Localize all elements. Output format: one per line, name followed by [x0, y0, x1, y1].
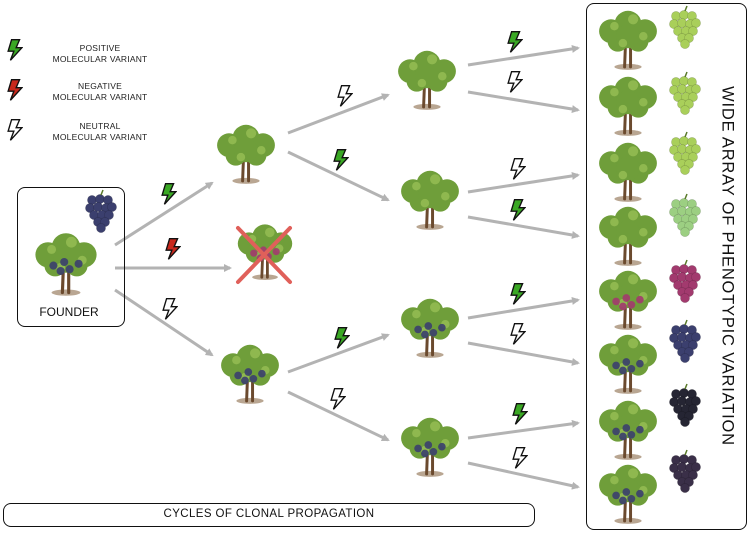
grape-bunch-icon-2: [669, 71, 701, 115]
propagation-arrow: [467, 419, 580, 440]
grape-bunch-icon-1: [669, 5, 701, 49]
propagation-arrow: [467, 215, 580, 239]
propagation-arrow: [467, 341, 580, 366]
plant-final-6: [599, 334, 657, 394]
plant-final-5: [599, 270, 657, 330]
positive-bolt-icon: [512, 402, 528, 426]
positive-bolt-icon: [333, 148, 349, 172]
grape-bunch-icon-7: [669, 383, 701, 427]
neutral-bolt-icon: [510, 157, 526, 181]
clonal-propagation-bar: CYCLES OF CLONAL PROPAGATION: [3, 503, 535, 527]
founder-box: [17, 187, 125, 327]
legend-neutral-bolt-icon: [7, 118, 23, 142]
propagation-arrow: [287, 333, 390, 374]
neutral-bolt-icon: [512, 446, 528, 470]
plant-gen1-negative: [237, 224, 293, 280]
propagation-arrow: [114, 181, 214, 247]
positive-bolt-icon: [161, 182, 177, 206]
legend-positive-bolt-icon: [7, 38, 23, 62]
founder-grape-bunch-icon: [85, 189, 117, 233]
neutral-bolt-icon: [337, 84, 353, 108]
positive-bolt-icon: [507, 30, 523, 54]
propagation-arrow: [467, 297, 580, 320]
neutral-bolt-icon: [507, 70, 523, 94]
propagation-arrow: [467, 171, 580, 194]
founder-plant: [35, 233, 97, 296]
plant-gen2-a: [398, 50, 456, 110]
propagation-arrow: [467, 44, 580, 67]
neutral-bolt-icon: [330, 387, 346, 411]
plant-gen2-b: [401, 170, 459, 230]
plant-gen2-c: [401, 298, 459, 358]
propagation-arrow: [287, 93, 390, 135]
plant-gen1-neutral: [221, 344, 279, 404]
propagation-arrow: [287, 150, 390, 202]
plant-gen1-positive: [217, 124, 275, 184]
grape-bunch-icon-5: [669, 259, 701, 303]
plant-final-4: [599, 206, 657, 266]
plant-final-3: [599, 142, 657, 202]
rejected-cross-icon: [236, 226, 292, 284]
phenotypic-variation-box: [586, 3, 747, 530]
propagation-arrow: [467, 90, 580, 113]
positive-bolt-icon: [334, 326, 350, 350]
plant-final-2: [599, 76, 657, 136]
founder-label: FOUNDER: [39, 305, 99, 319]
plant-gen2-d: [401, 417, 459, 477]
legend-negative-bolt-icon: [7, 78, 23, 102]
positive-bolt-icon: [510, 198, 526, 222]
arrow-layer: [114, 44, 580, 490]
propagation-arrow: [114, 288, 214, 357]
grape-bunch-icon-4: [669, 193, 701, 237]
positive-bolt-icon: [510, 282, 526, 306]
grape-bunch-icon-6: [669, 319, 701, 363]
plant-layer: [35, 5, 701, 524]
grape-bunch-icon-8: [669, 449, 701, 493]
neutral-bolt-icon: [510, 322, 526, 346]
phenotypic-variation-label: WIDE ARRAY OF PHENOTYPIC VARIATION: [718, 86, 737, 446]
propagation-arrow: [467, 461, 580, 490]
plant-final-8: [599, 464, 657, 524]
grape-bunch-icon-3: [669, 131, 701, 175]
propagation-arrow: [287, 390, 390, 442]
neutral-bolt-icon: [162, 297, 178, 321]
plant-final-7: [599, 400, 657, 460]
plant-final-1: [599, 10, 657, 70]
negative-bolt-icon: [165, 237, 181, 261]
